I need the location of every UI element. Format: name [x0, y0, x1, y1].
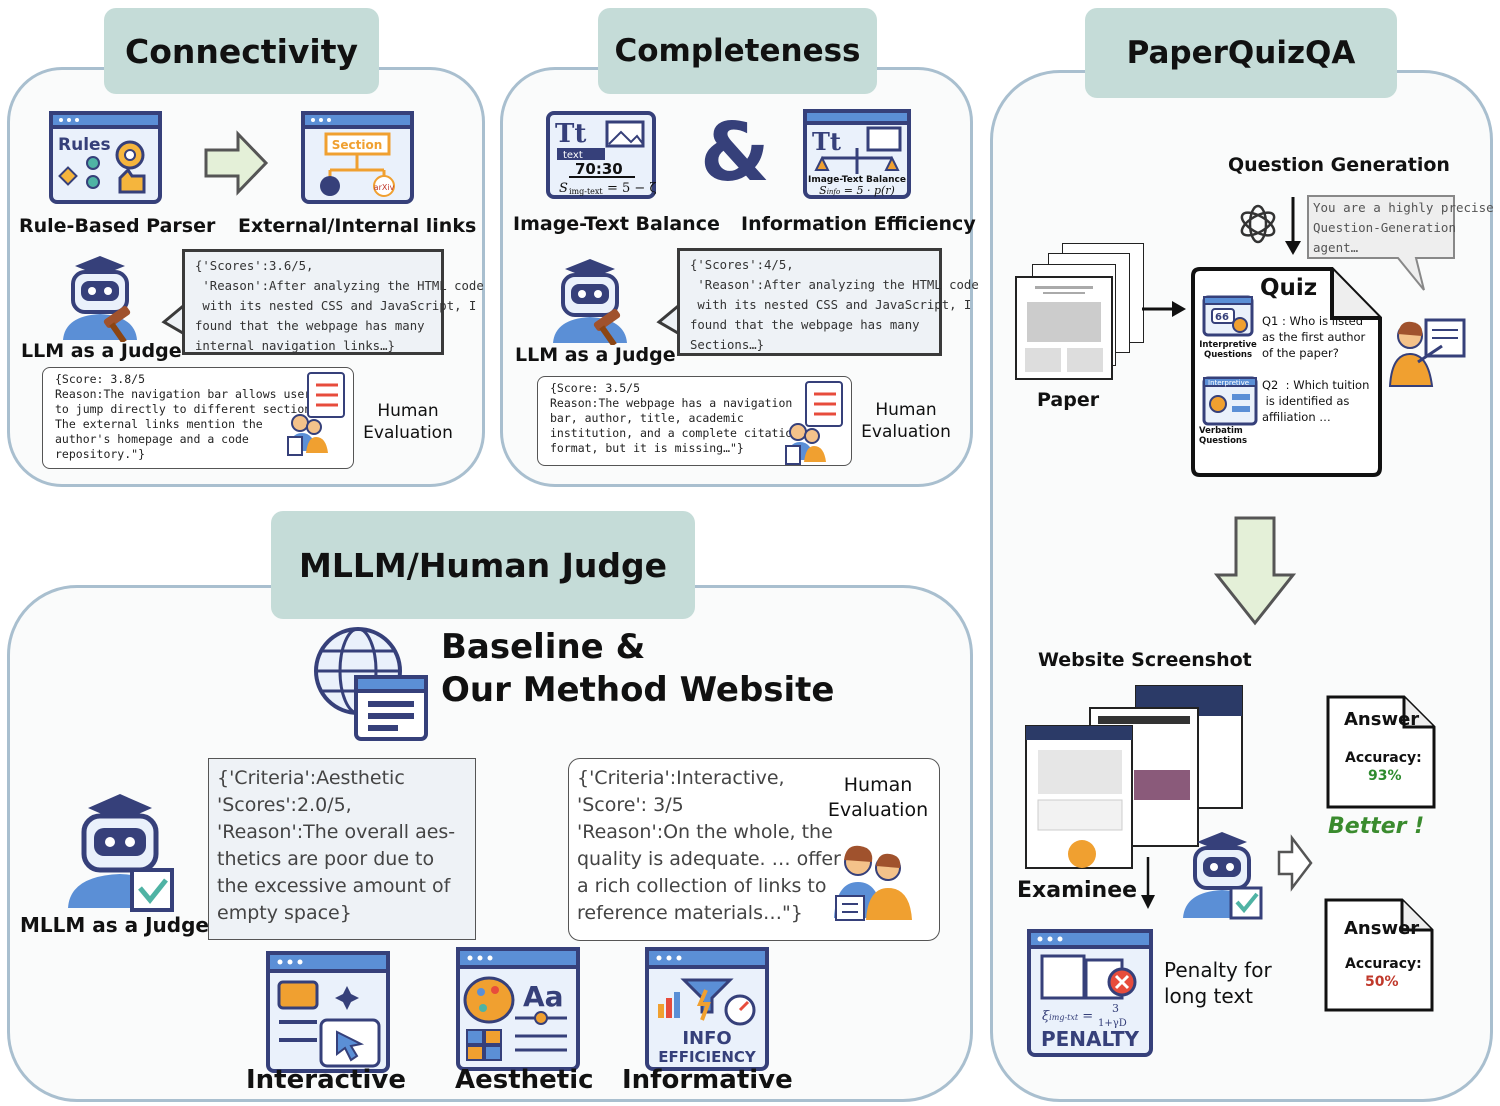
completeness-title: Completeness: [598, 8, 877, 94]
prompt-bubble-shape: [1307, 195, 1455, 291]
prompt-bubble-text: You are a highly precise Question-Genera…: [1313, 200, 1494, 255]
svg-text:text: text: [563, 150, 583, 161]
info-efficiency-icon: Tt Image-Text Balance Sinfo = 5 · p(r): [803, 109, 911, 199]
svg-text:S: S: [559, 181, 568, 196]
links-label: External/Internal links: [238, 215, 477, 237]
svg-text:Interpretive: Interpretive: [1208, 379, 1249, 387]
svg-text:Sinfo = 5 · p(r): Sinfo = 5 · p(r): [819, 184, 895, 197]
human-output-2: {Score: 3.5/5 Reason:The webpage has a n…: [537, 376, 852, 466]
mllm-output: {'Criteria':Aesthetic 'Scores':2.0/5, 'R…: [208, 758, 476, 940]
mllm-judge-label: MLLM as a Judge: [20, 913, 209, 937]
svg-text:Rules: Rules: [58, 135, 111, 155]
globe-website-icon: [314, 627, 428, 741]
quiz-q1: Q1 : Who is listed as the first author o…: [1262, 314, 1366, 360]
paperquiz-title: PaperQuizQA: [1085, 8, 1397, 98]
answer-doc-shape-2: [1324, 898, 1434, 1012]
robot-judge-icon: [63, 256, 137, 342]
robot-mllm-icon: [68, 794, 174, 912]
answer-label-1: Answer: [1344, 709, 1420, 730]
svg-text:arXiv: arXiv: [374, 183, 395, 192]
robot-examinee-icon: [1183, 832, 1263, 920]
teacher-icon: [1388, 318, 1466, 387]
openai-logo-icon: [1240, 204, 1276, 244]
svg-text:66: 66: [1215, 312, 1229, 323]
svg-text:Section: Section: [332, 138, 383, 152]
quiz-q2: Q2 : Which tuition is identified as affi…: [1262, 378, 1370, 424]
svg-text:Aa: Aa: [523, 980, 564, 1013]
efficiency-label: Information Efficiency: [741, 213, 976, 235]
svg-text:= 5 − ζ: = 5 − ζ: [607, 181, 657, 196]
right-arrow-icon: [204, 130, 269, 196]
question-generation-label: Question Generation: [1228, 154, 1450, 176]
human-eval-label-2: Human Evaluation: [861, 400, 951, 442]
svg-text:70:30: 70:30: [575, 160, 623, 178]
right-arrow-thin: [1142, 301, 1186, 317]
svg-text:INFO: INFO: [682, 1028, 731, 1049]
llm-output-1: {'Scores':3.6/5, 'Reason':After analyzin…: [182, 249, 484, 355]
llm-judge-label-2: LLM as a Judge: [515, 344, 676, 366]
rules-window-icon: Rules: [49, 111, 162, 204]
outlined-right-arrow: [1277, 834, 1313, 892]
accuracy-value-1: 93%: [1368, 768, 1402, 784]
checklist-people-icon: [287, 372, 345, 456]
svg-text:EFFICIENCY: EFFICIENCY: [658, 1048, 757, 1066]
svg-text:Tt: Tt: [555, 119, 586, 149]
penalty-window-icon: ξimg-txt = 3 1+γD PENALTY: [1027, 929, 1153, 1057]
aesthetic-label: Aesthetic: [455, 1065, 594, 1095]
down-arrow-thin: [1285, 197, 1301, 255]
big-down-arrow: [1214, 516, 1296, 626]
svg-text:Image-Text Balance: Image-Text Balance: [808, 175, 906, 185]
ampersand-symbol: &: [700, 106, 770, 199]
robot-judge-icon: [553, 259, 627, 345]
checklist-people-icon: [785, 381, 843, 465]
penalty-label: Penalty for long text: [1164, 958, 1272, 1008]
interactive-icon: [266, 951, 390, 1073]
svg-text:img-text: img-text: [569, 187, 603, 196]
human-eval-label-1: Human Evaluation: [363, 401, 453, 443]
svg-text:PENALTY: PENALTY: [1041, 1027, 1140, 1051]
examinee-label: Examinee: [1017, 878, 1138, 903]
website-screenshot-label: Website Screenshot: [1038, 649, 1252, 671]
human-eval-label-3: Human Evaluation: [827, 774, 929, 821]
informative-icon: INFO EFFICIENCY: [645, 947, 769, 1071]
paper-sheet-1: [1015, 276, 1113, 380]
accuracy-label-1: Accuracy:: [1345, 750, 1422, 766]
better-label: Better !: [1328, 814, 1425, 839]
verbatim-questions-label: Verbatim Questions: [1199, 426, 1248, 446]
two-people-icon: [834, 845, 912, 921]
interactive-label: Interactive: [246, 1065, 406, 1095]
website-screenshots-stack: [1025, 685, 1243, 869]
balance-label: Image-Text Balance: [513, 213, 720, 235]
human-output-3: {'Criteria':Interactive, 'Score': 3/5 'R…: [568, 758, 940, 941]
accuracy-label-2: Accuracy:: [1345, 956, 1422, 972]
answer-label-2: Answer: [1344, 918, 1420, 939]
rule-parser-label: Rule-Based Parser: [19, 215, 216, 237]
connectivity-title: Connectivity: [104, 8, 379, 94]
paper-label: Paper: [1037, 389, 1100, 411]
llm-output-2: {'Scores':4/5, 'Reason':After analyzing …: [677, 248, 979, 356]
svg-text:1+γD: 1+γD: [1098, 1018, 1127, 1029]
examinee-down-arrow: [1141, 857, 1155, 909]
interpretive-questions-label: Interpretive Questions: [1199, 340, 1257, 360]
judge-title: MLLM/Human Judge: [271, 511, 695, 619]
aesthetic-icon: Aa: [456, 947, 580, 1071]
verbatim-icon: Interpretive: [1202, 376, 1258, 426]
svg-text:3: 3: [1112, 1002, 1119, 1015]
links-window-icon: Section arXiv: [301, 111, 414, 204]
baseline-title: Baseline & Our Method Website: [441, 627, 835, 710]
svg-text:ξimg-txt =: ξimg-txt =: [1042, 1009, 1093, 1024]
interpretive-icon: 66: [1202, 295, 1254, 337]
llm-judge-label-1: LLM as a Judge: [21, 340, 182, 362]
accuracy-value-2: 50%: [1365, 974, 1399, 990]
answer-doc-shape-1: [1326, 695, 1436, 809]
svg-text:Tt: Tt: [812, 127, 841, 156]
image-text-balance-icon: Tt text 70:30 S img-text = 5 − ζ: [546, 111, 657, 199]
quiz-title: Quiz: [1260, 275, 1318, 301]
informative-label: Informative: [622, 1065, 793, 1095]
